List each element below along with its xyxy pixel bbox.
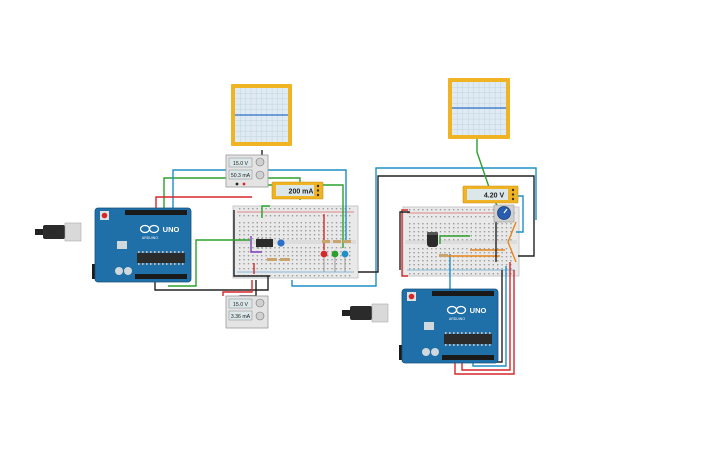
led-green[interactable] <box>331 250 339 258</box>
power-supply-top[interactable]: 15.0 V 50.3 mA <box>225 154 269 188</box>
psu-bottom-current-knob[interactable] <box>255 311 265 321</box>
led-red[interactable] <box>320 250 328 258</box>
resistor-2[interactable] <box>280 258 290 261</box>
arduino-model-label: UNO <box>163 225 180 234</box>
arduino-model-label: UNO <box>470 306 487 315</box>
oscilloscope-left[interactable] <box>231 84 292 146</box>
psu-top-voltage-knob[interactable] <box>255 157 265 167</box>
multimeter-current[interactable]: 200 mA <box>271 181 324 200</box>
resistor-right[interactable] <box>439 254 448 257</box>
resistor-4[interactable] <box>333 240 341 243</box>
capacitor[interactable] <box>427 232 438 247</box>
psu-top-current-knob[interactable] <box>255 170 265 180</box>
psu-top-current: 50.3 mA <box>231 173 251 179</box>
arduino-brand-label: ARDUINO <box>142 236 158 240</box>
led-blue[interactable] <box>341 250 349 258</box>
oscilloscope-right[interactable] <box>448 78 510 139</box>
arduino-uno-left[interactable]: UNO ARDUINO <box>35 207 192 283</box>
multimeter-voltage-reading: 4.20 V <box>484 193 505 200</box>
ic-chip[interactable] <box>256 237 273 249</box>
push-button-cap[interactable] <box>277 239 285 247</box>
psu-bottom-current: 3.36 mA <box>231 314 251 320</box>
power-supply-bottom[interactable]: 15.0 V 3.36 mA <box>225 295 269 329</box>
resistor-3[interactable] <box>322 240 330 243</box>
resistor-5[interactable] <box>343 240 351 243</box>
psu-bottom-voltage-knob[interactable] <box>255 298 265 308</box>
psu-bottom-voltage: 15.0 V <box>233 302 249 308</box>
multimeter-current-reading: 200 mA <box>289 189 314 196</box>
multimeter-voltage[interactable]: 4.20 V <box>462 185 519 204</box>
psu-top-voltage: 15.0 V <box>233 161 249 167</box>
resistor-1[interactable] <box>267 258 277 261</box>
arduino-uno-right[interactable]: UNO ARDUINO <box>342 288 499 364</box>
potentiometer[interactable] <box>493 204 515 223</box>
arduino-brand-label: ARDUINO <box>449 317 465 321</box>
